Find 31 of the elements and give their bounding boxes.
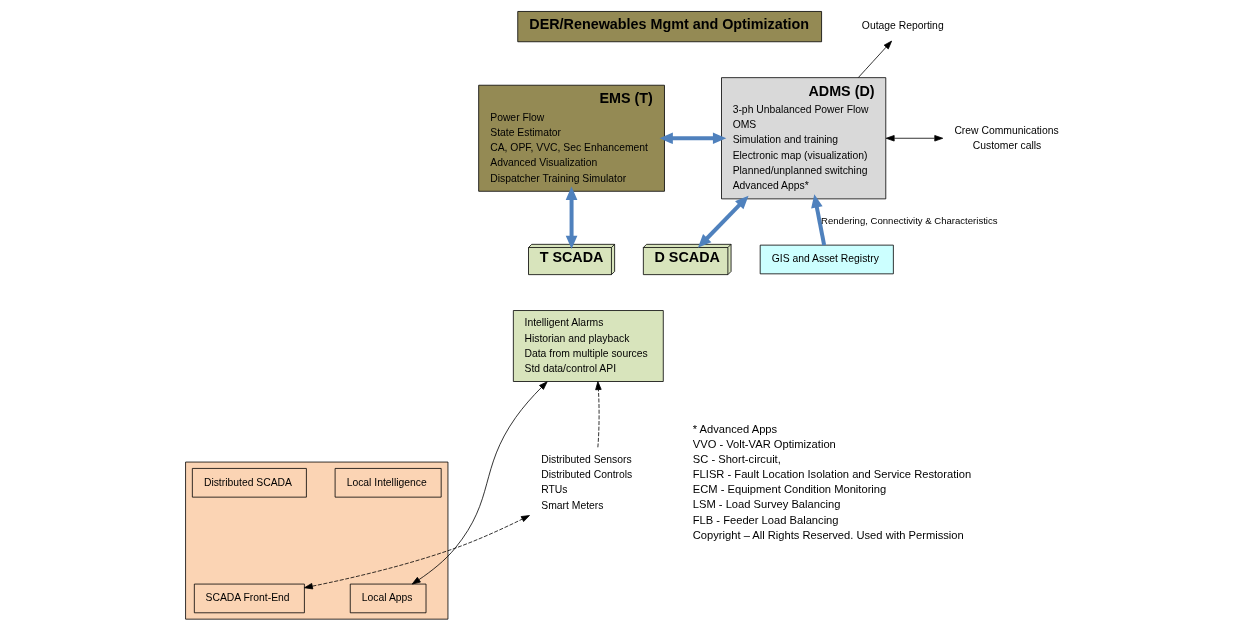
node-text: Distributed Sensors Distributed Controls RTUs Smart Meters xyxy=(541,454,633,511)
arrow xyxy=(595,381,602,448)
label: Copyright – All Rights Reserved. Used with Permission xyxy=(692,528,964,541)
edge-label: Rendering, Connectivity & Characteristics xyxy=(821,215,998,227)
label: FLB - Feeder Load Balancing xyxy=(692,513,839,526)
node-box: Distributed SCADA xyxy=(191,468,307,498)
label: VVO - Volt-VAR Optimization xyxy=(692,437,836,450)
arrow xyxy=(411,381,548,585)
arrow xyxy=(697,195,749,248)
node-box: GIS and Asset Registry xyxy=(759,244,894,275)
cluster xyxy=(185,461,449,620)
arrow xyxy=(304,515,530,590)
label: SC - Short-circuit, xyxy=(692,453,781,466)
node-box: ADMS (D) 3-ph Unbalanced Power Flow OMS Simulation and training Electronic map (visualization) Planned/unplanned switching Advanced Apps* xyxy=(721,77,887,200)
node-box: Intelligent Alarms Historian and playback Data from multiple sources Std data/control API xyxy=(512,310,664,382)
arrow xyxy=(565,186,578,250)
node-box: SCADA Front-End xyxy=(193,583,305,614)
arrow xyxy=(885,135,944,142)
node-box: Local Apps xyxy=(349,583,427,614)
label: ECM - Equipment Condition Monitoring xyxy=(692,483,887,496)
label: LSM - Load Survey Balancing xyxy=(692,498,841,511)
arrow xyxy=(811,194,827,246)
node-box: EMS (T) Power Flow State Estimator CA, OPF, VVC, Sec Enhancement Advanced Visualization Dispatcher Training Simulator xyxy=(478,84,665,192)
node-box: Local Intelligence xyxy=(334,468,442,498)
node-box: DER/Renewables Mgmt and Optimization xyxy=(517,11,822,43)
label: FLISR - Fault Location Isolation and Service Restoration xyxy=(692,468,972,481)
arrow xyxy=(659,132,727,145)
node-text: Crew Communications Customer calls xyxy=(954,124,1059,151)
arrow xyxy=(857,40,892,78)
label: * Advanced Apps xyxy=(692,422,778,435)
node-text: Outage Reporting xyxy=(861,20,944,32)
